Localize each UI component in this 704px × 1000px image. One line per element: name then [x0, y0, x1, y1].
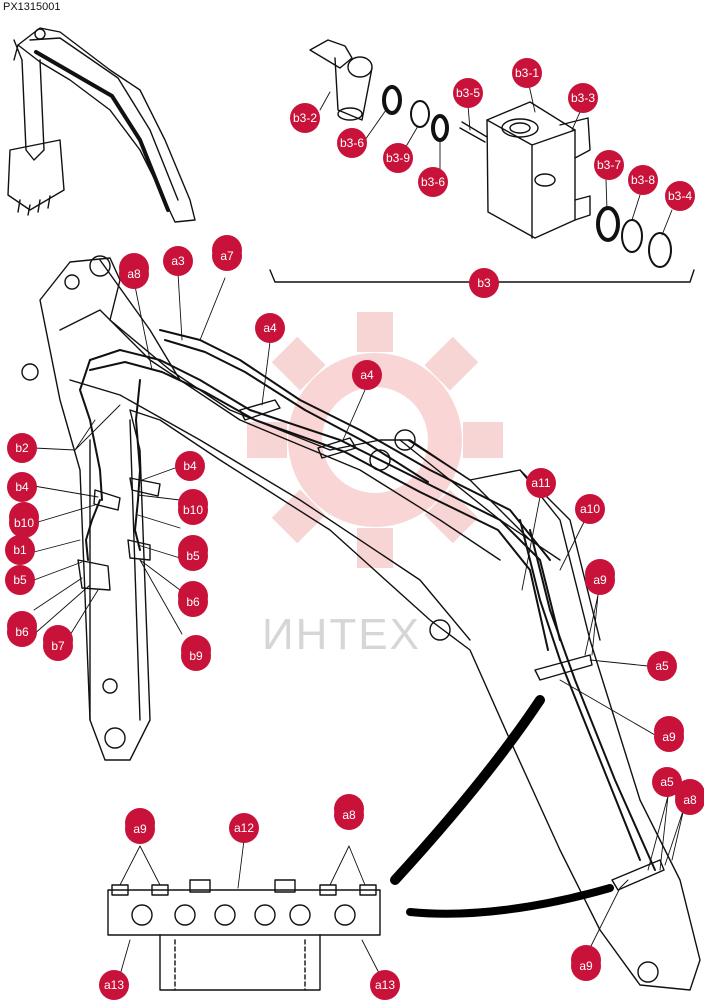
callout-a13-right[interactable]: a13 [370, 970, 400, 1000]
callout-a4-lower[interactable]: a4 [352, 360, 382, 390]
callout-a9-middle[interactable]: a9 [654, 722, 684, 752]
callout-a8-detail-right[interactable]: a8 [334, 800, 364, 830]
callout-b3-8[interactable]: b3-8 [628, 165, 658, 195]
detail-arrow-lower [406, 884, 614, 918]
callout-a8-top[interactable]: a8 [119, 259, 149, 289]
callout-a11[interactable]: a11 [526, 468, 556, 498]
callout-a10[interactable]: a10 [575, 494, 605, 524]
callout-a9-detail-left[interactable]: a9 [125, 814, 155, 844]
callout-b3-9[interactable]: b3-9 [383, 143, 413, 173]
excavator-thumbnail [7, 27, 196, 223]
callout-b2[interactable]: b2 [7, 433, 37, 463]
callout-b6-left[interactable]: b6 [7, 617, 37, 647]
callout-b3-3[interactable]: b3-3 [568, 83, 598, 113]
callout-b3-2[interactable]: b3-2 [290, 103, 320, 133]
callout-a4-upper[interactable]: a4 [255, 313, 285, 343]
callout-b4-right[interactable]: b4 [175, 451, 205, 481]
callout-b10-right[interactable]: b10 [178, 495, 208, 525]
callout-b4-left[interactable]: b4 [7, 472, 37, 502]
callout-a5-lower[interactable]: a5 [652, 767, 682, 797]
callout-a8-right[interactable]: a8 [675, 785, 704, 815]
watermark-text: ИНТЕХ [262, 610, 421, 659]
callout-b9-right[interactable]: b9 [181, 641, 211, 671]
callout-b3-1[interactable]: b3-1 [512, 58, 542, 88]
callout-a13-left[interactable]: a13 [99, 970, 129, 1000]
callout-a5-upper[interactable]: a5 [647, 651, 677, 681]
callout-b5-left[interactable]: b5 [5, 565, 35, 595]
callout-b10-left[interactable]: b10 [9, 508, 39, 538]
clamp-detail [107, 879, 381, 991]
callout-b7[interactable]: b7 [43, 631, 73, 661]
callout-b3-5[interactable]: b3-5 [453, 78, 483, 108]
valve-block-group [269, 39, 695, 283]
callout-a3[interactable]: a3 [163, 246, 193, 276]
pipe-clamps [77, 399, 665, 891]
callout-a9-bottom[interactable]: a9 [571, 951, 601, 981]
callout-b3-6-second[interactable]: b3-6 [418, 167, 448, 197]
callout-a9-upper[interactable]: a9 [585, 565, 615, 595]
callout-b1-left[interactable]: b1 [5, 535, 35, 565]
callout-b3[interactable]: b3 [469, 268, 499, 298]
leader-lines [31, 84, 685, 976]
detail-arrow-upper [390, 695, 545, 885]
callout-b3-4[interactable]: b3-4 [665, 181, 695, 211]
hydraulic-lines [79, 329, 656, 871]
callout-b3-6[interactable]: b3-6 [337, 128, 367, 158]
callout-b6-right[interactable]: b6 [178, 587, 208, 617]
callout-a12[interactable]: a12 [229, 813, 259, 843]
callout-b3-7[interactable]: b3-7 [594, 150, 624, 180]
callout-a7[interactable]: a7 [212, 241, 242, 271]
callout-b5-right[interactable]: b5 [178, 541, 208, 571]
page-code: PX1315001 [3, 1, 61, 13]
